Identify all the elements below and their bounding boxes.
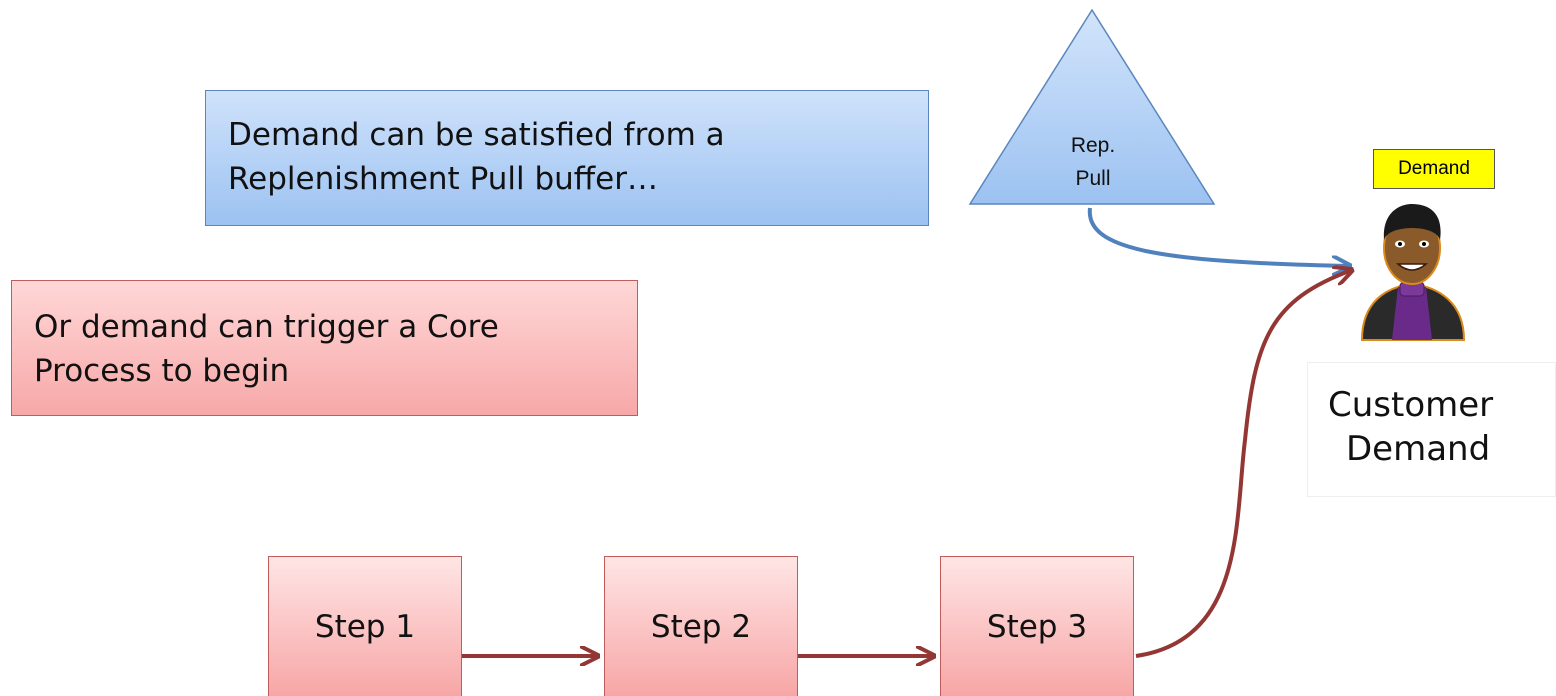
replenishment-callout: Demand can be satisfied from a Replenish… <box>205 90 929 226</box>
process-step-1: Step 1 <box>268 556 462 696</box>
buffer-label-line2: Pull <box>1075 167 1111 190</box>
buffer-to-customer-connector <box>1087 207 1350 266</box>
customer-demand-label: Customer Demand <box>1307 362 1556 497</box>
process-step-2: Step 2 <box>604 556 798 696</box>
avatar-mouth <box>1395 263 1429 271</box>
core-process-callout-line1: Or demand can trigger a Core <box>34 309 499 345</box>
replenishment-callout-line2: Replenishment Pull buffer… <box>228 161 658 197</box>
customer-avatar <box>1360 204 1466 341</box>
replenishment-buffer-triangle <box>968 8 1216 205</box>
demand-badge: Demand <box>1373 149 1495 189</box>
customer-label-line1: Customer <box>1328 385 1494 425</box>
avatar-sweater <box>1392 287 1432 340</box>
buffer-label-line1: Rep. <box>1070 134 1116 157</box>
replenishment-callout-line1: Demand can be satisfied from a <box>228 117 725 153</box>
core-process-callout-line2: Process to begin <box>34 353 290 389</box>
avatar-pupil-right <box>1422 242 1426 246</box>
process-step-3: Step 3 <box>940 556 1134 696</box>
core-process-callout: Or demand can trigger a Core Process to … <box>11 280 638 416</box>
avatar-pupil-left <box>1398 242 1402 246</box>
step3-to-customer-connector <box>1135 270 1352 658</box>
avatar-hair <box>1383 204 1441 240</box>
customer-label-line2: Demand <box>1346 429 1491 469</box>
